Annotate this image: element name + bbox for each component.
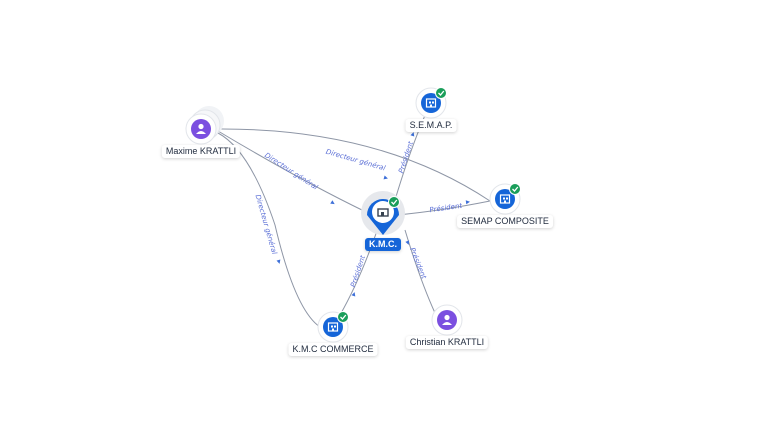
edge-label: Président [349, 254, 367, 288]
verified-check-icon [337, 311, 349, 323]
node-christian[interactable] [431, 304, 463, 336]
company-icon [327, 322, 339, 332]
edge-arrow-icon [465, 200, 470, 205]
verified-check-icon [435, 87, 447, 99]
person-icon [196, 123, 206, 134]
node-label-maxime[interactable]: Maxime KRATTLI [161, 145, 241, 158]
edge-christian-kmc: Président [404, 229, 436, 314]
verified-check-icon [388, 196, 400, 208]
edge-line [404, 229, 436, 314]
node-semap[interactable] [415, 87, 447, 119]
edge-label: Président [429, 202, 463, 215]
edge-arrow-icon [405, 240, 410, 245]
node-label-semap_composite[interactable]: SEMAP COMPOSITE [457, 215, 553, 228]
edge-kmc-semap_composite: Président [396, 200, 491, 216]
company-icon [425, 98, 437, 108]
verified-check-icon [509, 183, 521, 195]
edge-maxime-semap_composite: Directeur général [217, 128, 491, 202]
node-label-christian[interactable]: Christian KRATTLI [405, 336, 489, 349]
edge-arrow-icon [276, 259, 281, 264]
edge-label: Directeur général [325, 148, 386, 173]
edge-arrow-icon [351, 292, 356, 297]
edge-arrow-icon [410, 132, 415, 137]
edge-line [217, 130, 367, 213]
node-label-kmc_commerce[interactable]: K.M.C COMMERCE [288, 343, 378, 356]
edge-arrow-icon [330, 200, 335, 205]
edge-label: Président [408, 246, 428, 280]
edge-line [396, 200, 491, 216]
company-icon [499, 194, 511, 204]
edge-label: Président [397, 140, 415, 174]
edge-label: Directeur général [263, 151, 319, 191]
person-icon [442, 314, 452, 325]
node-maxime[interactable] [185, 106, 224, 145]
edge-line [217, 128, 491, 202]
edge-maxime-kmc_commerce: Directeur général [217, 132, 321, 328]
node-label-kmc[interactable]: K.M.C. [365, 238, 401, 251]
edge-arrow-icon [383, 175, 388, 180]
node-label-semap[interactable]: S.E.M.A.P. [405, 119, 457, 132]
node-kmc_commerce[interactable] [317, 311, 349, 343]
node-semap_composite[interactable] [489, 183, 521, 215]
edge-maxime-kmc: Directeur général [217, 130, 367, 213]
company-icon [377, 208, 389, 217]
node-kmc[interactable] [361, 191, 405, 235]
